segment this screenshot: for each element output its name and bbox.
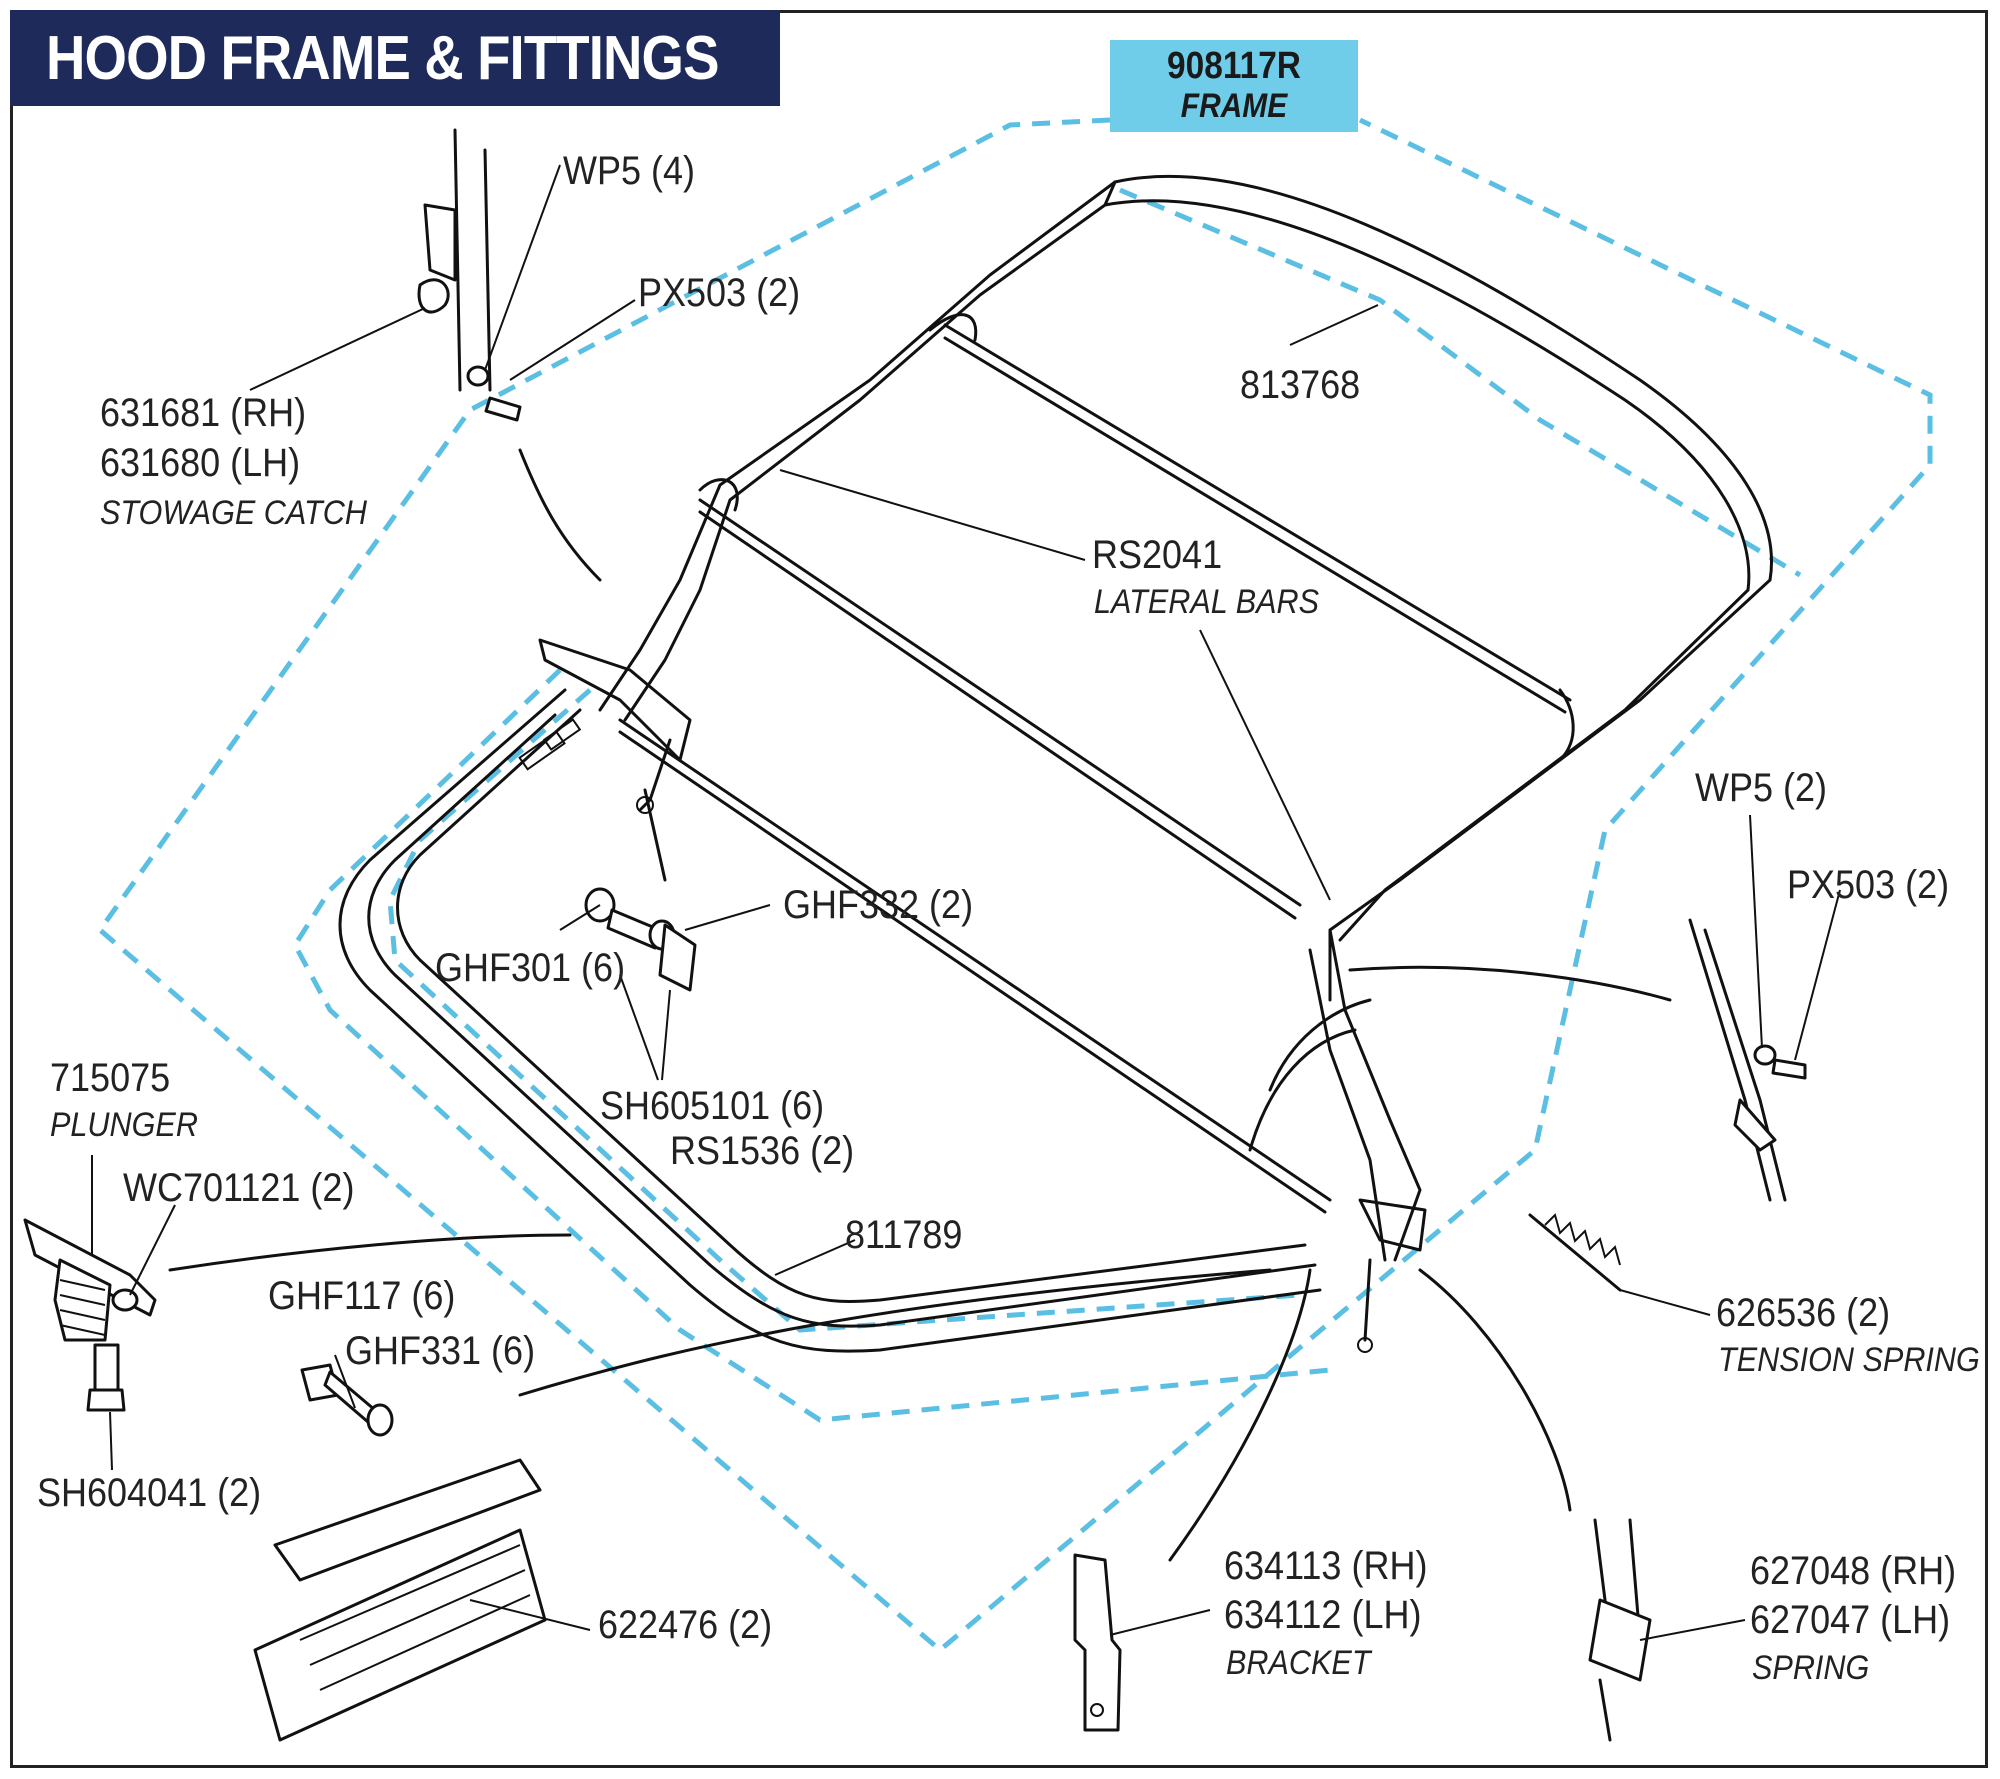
rear-bow <box>1103 174 1773 592</box>
label-wp5-top: WP5 (4) <box>563 149 696 193</box>
frame-part-name: FRAME <box>1180 87 1288 125</box>
label-lateral-bars: LATERAL BARS <box>1094 583 1320 621</box>
front-rail-outer-outline <box>292 668 1331 1423</box>
label-rear-bow: 813768 <box>1240 363 1361 407</box>
spring-bottom-right <box>1418 1268 1652 1742</box>
bracket-part <box>1073 1268 1312 1732</box>
stowage-catch-right <box>1348 918 1807 1202</box>
diagram-border <box>10 10 1988 1768</box>
label-catch-lh: 631680 (LH) <box>100 441 301 485</box>
left-frame-arm <box>538 180 1117 814</box>
label-wc701121: WC701121 (2) <box>123 1166 355 1210</box>
label-ghf331: GHF331 (6) <box>345 1329 536 1373</box>
label-sh604041: SH604041 (2) <box>37 1471 262 1515</box>
label-spring-name: SPRING <box>1752 1649 1870 1687</box>
front-rail <box>338 688 1322 1353</box>
label-spring-rh: 627048 (RH) <box>1750 1549 1957 1593</box>
frame-assembly-outline <box>96 117 1933 1654</box>
label-ghf301: GHF301 (6) <box>435 946 626 990</box>
label-plunger-no: 715075 <box>50 1056 171 1100</box>
frame-assembly-callout: 908117R FRAME <box>1110 40 1358 132</box>
label-px503-top: PX503 (2) <box>638 271 801 315</box>
right-frame-arm <box>1248 578 1772 1353</box>
lateral-bars <box>618 323 1572 1214</box>
front-rail-inner-outline <box>387 688 1301 1333</box>
label-spring-lh: 627047 (LH) <box>1750 1598 1951 1642</box>
label-bracket-lh: 634112 (LH) <box>1224 1593 1422 1637</box>
frame-part-number: 908117R <box>1167 45 1301 87</box>
rear-bow-outline <box>1119 187 1802 578</box>
label-bracket-name: BRACKET <box>1226 1644 1371 1682</box>
stowage-catch-top <box>417 128 602 582</box>
label-px503-right: PX503 (2) <box>1787 863 1950 907</box>
label-rail-622476: 622476 (2) <box>598 1603 773 1647</box>
label-sh605101: SH605101 (6) <box>600 1084 825 1128</box>
tension-spring <box>1528 1213 1622 1292</box>
label-rs1536: RS1536 (2) <box>670 1129 855 1173</box>
label-plunger-name: PLUNGER <box>50 1106 198 1144</box>
label-bracket-rh: 634113 (RH) <box>1224 1544 1428 1588</box>
label-catch-rh: 631681 (RH) <box>100 391 307 435</box>
label-front-rail: 811789 <box>845 1213 963 1257</box>
plunger-part <box>23 1218 572 1412</box>
leader-lines <box>91 164 1841 1641</box>
label-ghf332: GHF332 (2) <box>783 883 974 927</box>
label-ghf117: GHF117 (6) <box>268 1274 456 1318</box>
label-rs2041: RS2041 <box>1092 533 1223 577</box>
label-tension-spring: TENSION SPRING <box>1718 1341 1980 1379</box>
page-title: HOOD FRAME & FITTINGS <box>46 23 719 93</box>
label-spring-626536: 626536 (2) <box>1716 1291 1891 1335</box>
label-catch-name: STOWAGE CATCH <box>100 494 367 532</box>
rail-622476 <box>253 1268 1272 1742</box>
title-bar: HOOD FRAME & FITTINGS <box>10 10 780 106</box>
label-wp5-right: WP5 (2) <box>1695 766 1828 810</box>
ghf117-bolt <box>300 1363 394 1437</box>
bolt-cluster <box>584 788 697 992</box>
